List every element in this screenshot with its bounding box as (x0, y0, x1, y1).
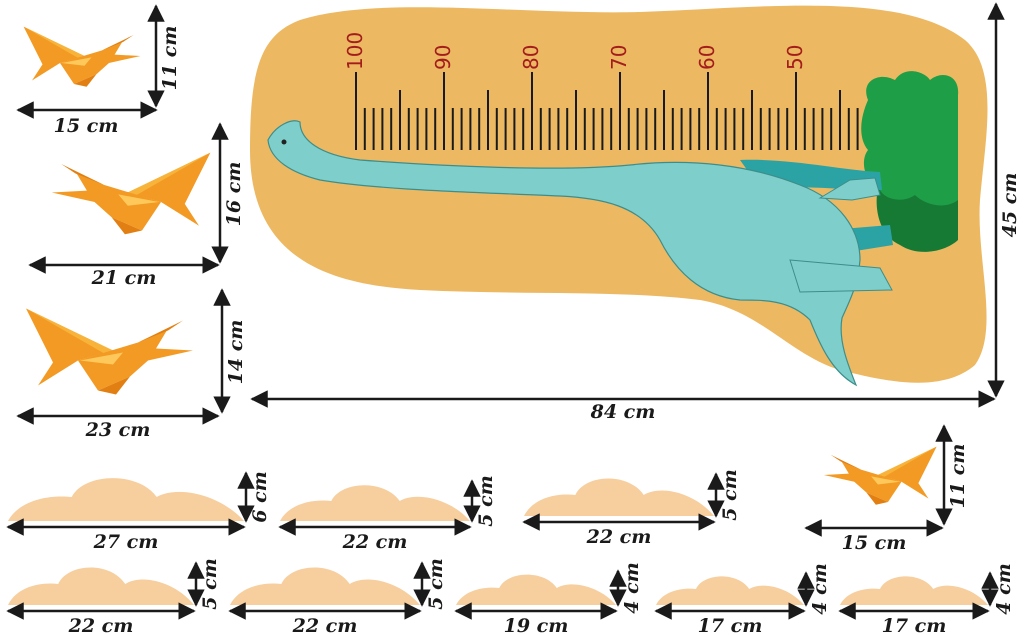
hill-1: 27 cm 6 cm (6, 471, 271, 553)
hill-width-label: 22 cm (68, 615, 134, 635)
hill-6: 19 cm 4 cm (454, 562, 643, 635)
pterodactyl-1-height-label: 11 cm (159, 26, 181, 91)
hill-shape (524, 478, 714, 516)
pterodactyl-2-width-label: 21 cm (91, 267, 157, 289)
tree (861, 71, 959, 252)
hill-shape (8, 567, 194, 605)
pterodactyl-4-width-label: 15 cm (842, 532, 907, 554)
hill-width-label: 17 cm (882, 615, 947, 635)
hill-width-label: 22 cm (342, 531, 408, 553)
pterodactyl-4-height-label: 11 cm (947, 444, 969, 509)
hill-width-label: 22 cm (586, 526, 652, 548)
hill-8: 17 cm 4 cm (838, 563, 1015, 635)
ruler-label: 70 (607, 45, 631, 70)
width-label: 84 cm (590, 401, 656, 423)
hill-7: 17 cm 4 cm (654, 563, 831, 635)
hill-height-label: 4 cm (809, 563, 831, 615)
hill-shape (840, 576, 988, 605)
hill-width-label: 27 cm (93, 531, 159, 553)
hill-height-label: 6 cm (249, 471, 271, 523)
height-dimension: 45 cm (987, 2, 1021, 398)
hill-shape (656, 576, 804, 605)
hill-height-label: 5 cm (719, 469, 741, 521)
hill-height-label: 4 cm (621, 562, 643, 614)
hill-shape (456, 574, 616, 605)
dinosaur (267, 120, 893, 387)
ruler-label: 80 (519, 45, 543, 70)
pterodactyl-1: 15 cm 11 cm (16, 4, 181, 137)
hill-2: 22 cm 5 cm (278, 475, 497, 553)
pterodactyl-3-height-label: 14 cm (225, 320, 247, 385)
ruler-label: 90 (431, 45, 455, 70)
pterodactyl-2: 21 cm 16 cm (28, 122, 245, 289)
hill-shape (8, 478, 244, 521)
hill-height-label: 5 cm (475, 475, 497, 527)
pterodactyl-2-height-label: 16 cm (223, 162, 245, 227)
hill-height-label: 5 cm (199, 558, 221, 610)
pterodactyl-1-width-label: 15 cm (54, 115, 119, 137)
hill-width-label: 19 cm (504, 615, 569, 635)
height-label: 45 cm (999, 173, 1021, 238)
pterodactyl-3-width-label: 23 cm (85, 419, 151, 441)
ruler-label: 60 (695, 45, 719, 70)
hill-5: 22 cm 5 cm (228, 558, 447, 635)
hill-height-label: 5 cm (425, 558, 447, 610)
pterodactyl-4: 15 cm 11 cm (804, 424, 969, 554)
hill-shape (230, 567, 420, 605)
hill-width-label: 22 cm (292, 615, 358, 635)
ruler-label: 100 (343, 32, 367, 70)
hill-width-label: 17 cm (698, 615, 763, 635)
hill-4: 22 cm 5 cm (6, 558, 221, 635)
ruler: 100 90 80 70 60 50 (343, 32, 859, 150)
ruler-label: 50 (783, 45, 807, 70)
hill-3: 22 cm 5 cm (522, 469, 741, 548)
pterodactyl-3: 23 cm 14 cm (16, 288, 247, 441)
growth-chart: 100 90 80 70 60 50 84 cm 45 cm (250, 2, 1021, 423)
hill-shape (280, 485, 470, 521)
width-dimension: 84 cm (250, 390, 996, 423)
hill-height-label: 4 cm (993, 563, 1015, 615)
